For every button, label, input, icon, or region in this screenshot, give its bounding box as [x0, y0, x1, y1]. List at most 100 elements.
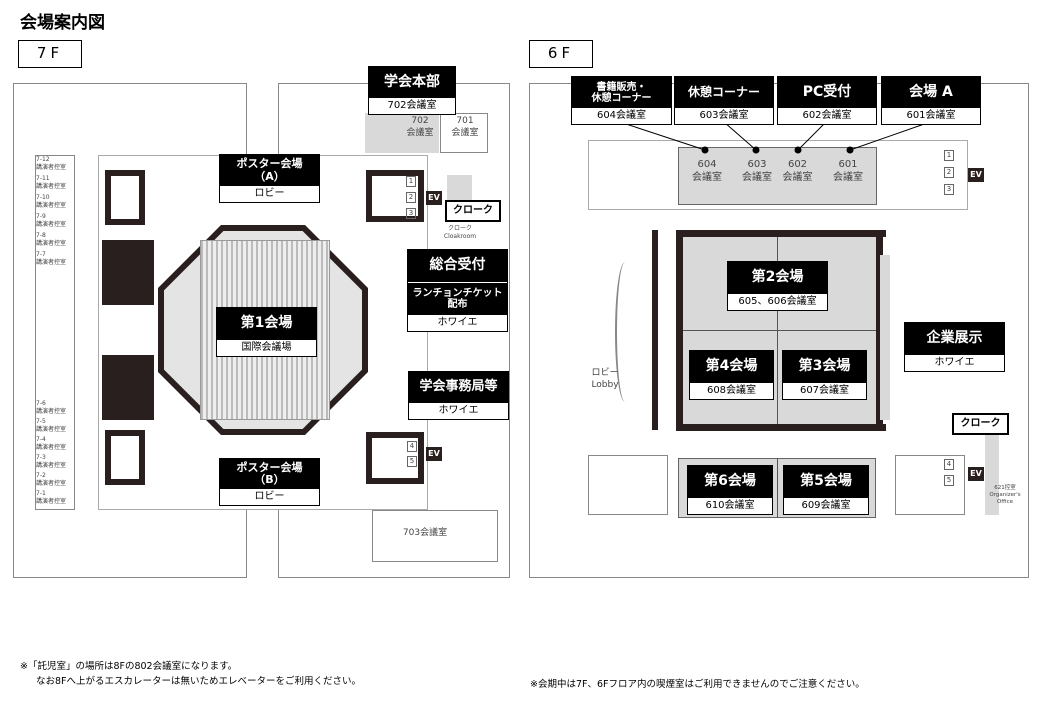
venue-a-room: 601会議室: [882, 108, 980, 124]
speaker-room-number: 7-9: [36, 213, 46, 220]
hall4-name: 第4会場: [690, 351, 773, 383]
cloak-label-6f: クローク: [952, 413, 1009, 435]
elevator-number: 4: [407, 441, 417, 453]
elevator-icon: EV: [968, 168, 984, 182]
hall4-room: 608会議室: [690, 383, 773, 399]
poster-b-label: ポスター会場 （B）ロビー: [219, 458, 320, 506]
organizer-office-label: 621控室 Organizer's Office: [989, 485, 1021, 506]
poster-a-label: ポスター会場 （A）ロビー: [219, 154, 320, 203]
poster-a-name: ポスター会場 （A）: [220, 155, 319, 186]
reception-name: 総合受付: [408, 250, 507, 282]
speaker-room-label: 講演者控室: [36, 497, 67, 505]
elevator-number: 2: [944, 167, 954, 179]
speaker-room-label: 講演者控室: [36, 425, 67, 433]
hall2-room: 605、606会議室: [728, 294, 827, 310]
lobby-label: ロビー Lobby: [591, 368, 619, 390]
room-603: 603 会議室: [742, 159, 772, 183]
hq-name: 学会本部: [369, 67, 455, 98]
poster-a-room: ロビー: [220, 186, 319, 202]
speaker-room-label: 講演者控室: [36, 461, 67, 469]
room-602: 602 会議室: [782, 159, 813, 183]
elevator-number: 3: [944, 184, 954, 196]
pc-reception-name: PC受付: [778, 77, 876, 108]
hall5-room: 609会議室: [784, 498, 868, 514]
elevator-number: 1: [944, 150, 954, 162]
speaker-room-number: 7-2: [36, 472, 46, 479]
office-room: ホワイエ: [409, 403, 508, 419]
reception-label: 総合受付ランチョンチケット 配布ホワイエ: [407, 249, 508, 332]
room-601: 601 会議室: [833, 159, 863, 183]
speaker-room-label: 講演者控室: [36, 163, 67, 171]
floor-6f-label: 6F: [529, 40, 593, 68]
hall1-label: 第1会場国際会議場: [216, 307, 317, 357]
speaker-room-number: 7-6: [36, 400, 46, 407]
venue-a-name: 会場 A: [882, 77, 980, 108]
hall6-name: 第6会場: [688, 466, 772, 498]
speaker-room-number: 7-3: [36, 454, 46, 461]
elevator-number: 1: [406, 176, 416, 188]
note-childcare: ※「託児室」の場所は8Fの802会議室になります。: [20, 661, 238, 672]
room-703: 703会議室: [402, 528, 448, 538]
poster-b-room: ロビー: [220, 489, 319, 505]
speaker-room-number: 7-1: [36, 490, 46, 497]
luncheon-ticket: ランチョンチケット 配布: [408, 282, 507, 315]
cloakroom-small-label: クローク Cloakroom: [443, 225, 477, 240]
note-smoking: ※会期中は7F、6Fフロア内の喫煙室はご利用できませんのでご注意ください。: [530, 679, 865, 690]
hall3-name: 第3会場: [783, 351, 866, 383]
speaker-room-number: 7-5: [36, 418, 46, 425]
speaker-room-number: 7-8: [36, 232, 46, 239]
exhibit-label: 企業展示ホワイエ: [904, 322, 1005, 372]
pc-reception-room: 602会議室: [778, 108, 876, 124]
hall6-room: 610会議室: [688, 498, 772, 514]
office-label: 学会事務局等ホワイエ: [408, 371, 509, 420]
speaker-room-number: 7-12: [36, 156, 50, 163]
cloak-label-7f: クローク: [445, 200, 501, 222]
speaker-room-label: 講演者控室: [36, 443, 67, 451]
elevator-icon: EV: [968, 467, 984, 481]
elevator-number: 5: [407, 456, 417, 468]
elevator-number: 5: [944, 475, 954, 487]
speaker-room-label: 講演者控室: [36, 239, 67, 247]
speaker-room-number: 7-10: [36, 194, 50, 201]
room-604: 604 会議室: [692, 159, 722, 183]
hall5-name: 第5会場: [784, 466, 868, 498]
elevator-icon: EV: [426, 447, 442, 461]
speaker-room-number: 7-11: [36, 175, 50, 182]
books-room: 604会議室: [572, 108, 671, 124]
speaker-room-label: 講演者控室: [36, 479, 67, 487]
exhibit-name: 企業展示: [905, 323, 1004, 355]
speaker-room-label: 講演者控室: [36, 182, 67, 190]
speaker-room-label: 講演者控室: [36, 258, 67, 266]
speaker-room-label: 講演者控室: [36, 407, 67, 415]
page-title: 会場案内図: [20, 13, 105, 33]
note-elevator: なお8Fへ上がるエスカレーターは無いためエレベーターをご利用ください。: [36, 676, 362, 687]
hall1-room: 国際会議場: [217, 340, 316, 356]
elevator-icon: EV: [426, 191, 442, 205]
room-701: 701 会議室: [451, 116, 479, 138]
elevator-number: 2: [406, 192, 416, 204]
hq-room: 702会議室: [369, 98, 455, 114]
speaker-room-number: 7-4: [36, 436, 46, 443]
books-name: 書籍販売・ 休憩コーナー: [572, 77, 671, 108]
room-702: 702 会議室: [406, 116, 434, 138]
